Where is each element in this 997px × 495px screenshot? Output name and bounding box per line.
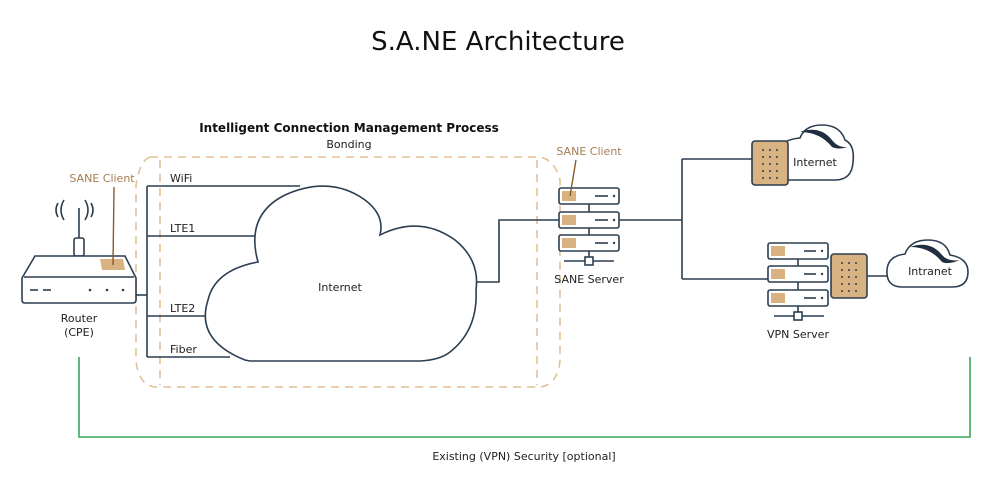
firewall-dot: [776, 156, 778, 158]
firewall-dot: [769, 177, 771, 179]
process-heading: Intelligent Connection Management Proces…: [199, 121, 499, 135]
firewall-dot: [855, 262, 857, 264]
vpn-server-icon: [767, 242, 829, 321]
firewall-dots: [762, 149, 857, 292]
sane-server-label: SANE Server: [554, 273, 624, 286]
internet-cloud-label: Internet: [318, 281, 362, 294]
internet-cloud-icon: [204, 185, 478, 362]
intranet-label: Intranet: [908, 265, 953, 278]
firewall-dot: [769, 149, 771, 151]
link-label-fiber: Fiber: [170, 343, 197, 356]
vpn-server-label: VPN Server: [767, 328, 829, 341]
sane-server-icon: [558, 187, 620, 266]
firewall-dot: [848, 283, 850, 285]
router-label-line2: (CPE): [64, 326, 94, 339]
firewall-dot: [841, 283, 843, 285]
router-icon: [21, 199, 137, 304]
process-subheading: Bonding: [326, 138, 371, 151]
router-label-line1: Router: [61, 312, 98, 325]
router-client-label: SANE Client: [69, 172, 135, 185]
firewall-dot: [762, 149, 764, 151]
firewall-dot: [841, 269, 843, 271]
firewall-dot: [855, 269, 857, 271]
security-label: Existing (VPN) Security [optional]: [432, 450, 615, 463]
server-client-pointer: [569, 159, 577, 197]
firewall-dot: [855, 276, 857, 278]
bird-icon: [910, 244, 960, 264]
intranet-cloud-icon: [886, 239, 969, 288]
firewall-dot: [841, 276, 843, 278]
firewall-dot: [776, 163, 778, 165]
firewall-dot: [855, 283, 857, 285]
server-client-label: SANE Client: [556, 145, 622, 158]
internet-destination-label: Internet: [793, 156, 837, 169]
link-label-lte2: LTE2: [170, 302, 195, 315]
bonding-outer-boundary: [135, 156, 561, 388]
firewall-dot: [769, 163, 771, 165]
firewall-dot: [762, 170, 764, 172]
link-label-wifi: WiFi: [170, 172, 192, 185]
firewall-dot: [855, 290, 857, 292]
firewall-dot: [848, 290, 850, 292]
router-client-pointer: [112, 186, 115, 266]
firewall-dot: [776, 149, 778, 151]
firewall-dot: [769, 170, 771, 172]
link-label-lte1: LTE1: [170, 222, 195, 235]
firewall-dot: [776, 177, 778, 179]
server-distribution-links: [619, 158, 768, 280]
bird-icon: [800, 129, 848, 149]
firewall-dot: [762, 177, 764, 179]
firewall-dot: [848, 262, 850, 264]
firewall-dot: [776, 170, 778, 172]
cloud-to-server-link: [476, 219, 560, 283]
security-bracket: [78, 357, 971, 438]
firewall-dot: [762, 156, 764, 158]
firewall-dot: [841, 290, 843, 292]
firewall-dot: [848, 276, 850, 278]
firewall-dot: [762, 163, 764, 165]
firewall-dot: [848, 269, 850, 271]
firewall-dot: [841, 262, 843, 264]
firewall-dot: [769, 156, 771, 158]
page-title: S.A.NE Architecture: [371, 27, 625, 57]
